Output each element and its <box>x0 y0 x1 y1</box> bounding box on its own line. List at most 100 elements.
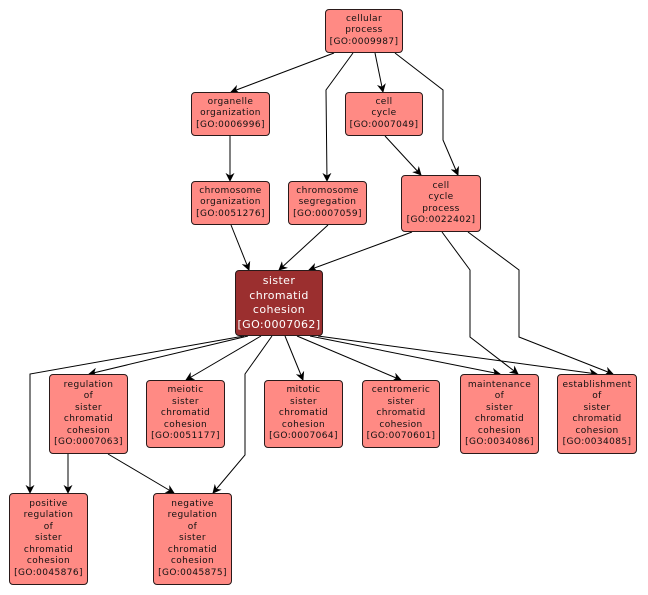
go-id-label: [GO:0045876] <box>14 567 83 578</box>
edge-n0007062-to-n0070601 <box>296 335 402 381</box>
node-label-line: chromatid <box>23 544 74 555</box>
edge-n0007062-to-n0051177 <box>185 335 262 381</box>
edge-n0009987-to-n0006996 <box>230 52 335 94</box>
go-id-label: [GO:0007064] <box>269 431 338 442</box>
node-label-line: chromatid <box>278 408 329 419</box>
node-label-line: chromosome <box>199 185 262 196</box>
node-label-line: process <box>422 203 460 214</box>
node-label-line: organization <box>200 197 261 208</box>
node-label-line: cell <box>375 96 393 107</box>
node-label-line: regulation <box>23 510 74 521</box>
node-label-line: cellular <box>345 13 383 24</box>
node-label-line: of <box>43 521 54 532</box>
node-label-line: segregation <box>298 197 357 208</box>
node-label-line: cohesion <box>163 419 208 430</box>
edge-n0009987-to-n0007049 <box>374 52 386 93</box>
node-label-line: of <box>494 391 505 401</box>
node-label-line: chromatid <box>572 414 622 424</box>
edge-n0007062-to-n0045875 <box>212 335 273 494</box>
node-label-line: chromatid <box>376 408 426 419</box>
node-label-line: chromosome <box>296 185 359 196</box>
node-label-line: mitotic <box>286 385 321 396</box>
go-id-label: [GO:0051276] <box>196 208 265 219</box>
node-label-line: cohesion <box>281 419 326 430</box>
go-id-label: [GO:0045875] <box>158 567 227 578</box>
node-label-line: of <box>187 521 198 532</box>
edge-n0022402-to-n0034085 <box>467 231 614 376</box>
node-label-line: chromatid <box>160 408 211 419</box>
node-label-line: process <box>345 25 383 36</box>
node-label-line: sister <box>485 402 514 413</box>
edge-n0007063-to-n0045875 <box>107 453 175 494</box>
edge-n0022402-to-n0034086 <box>441 231 519 375</box>
go-id-label: [GO:0006996] <box>196 119 265 130</box>
node-label-line: negative <box>171 498 214 509</box>
node-label-line: cycle <box>371 108 397 119</box>
edge-n0007062-to-n0007063 <box>88 335 249 377</box>
edge-n0007062-to-n0007064 <box>284 335 305 381</box>
node-label-line: sister <box>289 396 318 407</box>
node-label-line: cell <box>432 180 450 191</box>
node-label-line: organelle <box>207 96 254 107</box>
node-label-line: centromeric <box>371 385 431 396</box>
node-label-line: cohesion <box>26 556 71 567</box>
go-id-label: [GO:0022402] <box>406 215 476 225</box>
go-id-label: [GO:0009987] <box>329 36 399 47</box>
node-label-line: maintenance <box>467 379 532 390</box>
node-label-line: chromatid <box>63 414 114 424</box>
node-label-line: cohesion <box>66 425 111 436</box>
node-label-line: organization <box>200 108 261 119</box>
node-label-line: regulation <box>167 510 218 521</box>
node-label-line: sister <box>34 533 63 544</box>
node-label-line: cohesion <box>379 419 423 430</box>
node-label-line: meiotic <box>167 385 204 396</box>
node-label-line: sister <box>583 402 611 413</box>
go-id-label: [GO:0007063] <box>54 437 123 447</box>
edge-n0007059-to-n0007062 <box>278 224 329 271</box>
node-label-line: cohesion <box>575 425 619 436</box>
node-label-line: chromatid <box>474 414 525 424</box>
go-id-label: [GO:0034085] <box>562 437 632 447</box>
node-label-line: cohesion <box>477 425 522 436</box>
edge-n0009987-to-n0022402 <box>394 52 459 176</box>
node-label-line: sister <box>262 274 296 287</box>
go-id-label: [GO:0007049] <box>349 119 419 130</box>
node-label-line: cohesion <box>252 303 306 316</box>
edge-n0009987-to-n0007059 <box>322 52 354 182</box>
node-label-line: regulation <box>63 379 114 390</box>
edge-n0007062-to-n0034085 <box>317 335 598 378</box>
node-label-line: of <box>592 391 602 401</box>
node-label-line: cohesion <box>170 556 215 567</box>
go-id-label: [GO:0034086] <box>465 437 534 447</box>
edge-n0007049-to-n0022402 <box>384 135 422 176</box>
node-label-line: cycle <box>428 192 454 202</box>
go-id-label: [GO:0007059] <box>293 208 362 219</box>
edge-n0007062-to-n0045876 <box>25 335 245 494</box>
go-id-label: [GO:0007062] <box>237 317 321 331</box>
edge-n0007062-to-n0034086 <box>309 335 501 377</box>
node-label-line: of <box>83 391 94 401</box>
node-label-line: sister <box>74 402 103 413</box>
node-label-line: chromatid <box>249 288 309 302</box>
go-id-label: [GO:0051177] <box>151 431 220 442</box>
node-label-line: chromatid <box>167 544 218 555</box>
node-label-line: sister <box>178 533 207 544</box>
edge-n0051276-to-n0007062 <box>230 224 251 271</box>
go-id-label: [GO:0070601] <box>366 431 436 442</box>
